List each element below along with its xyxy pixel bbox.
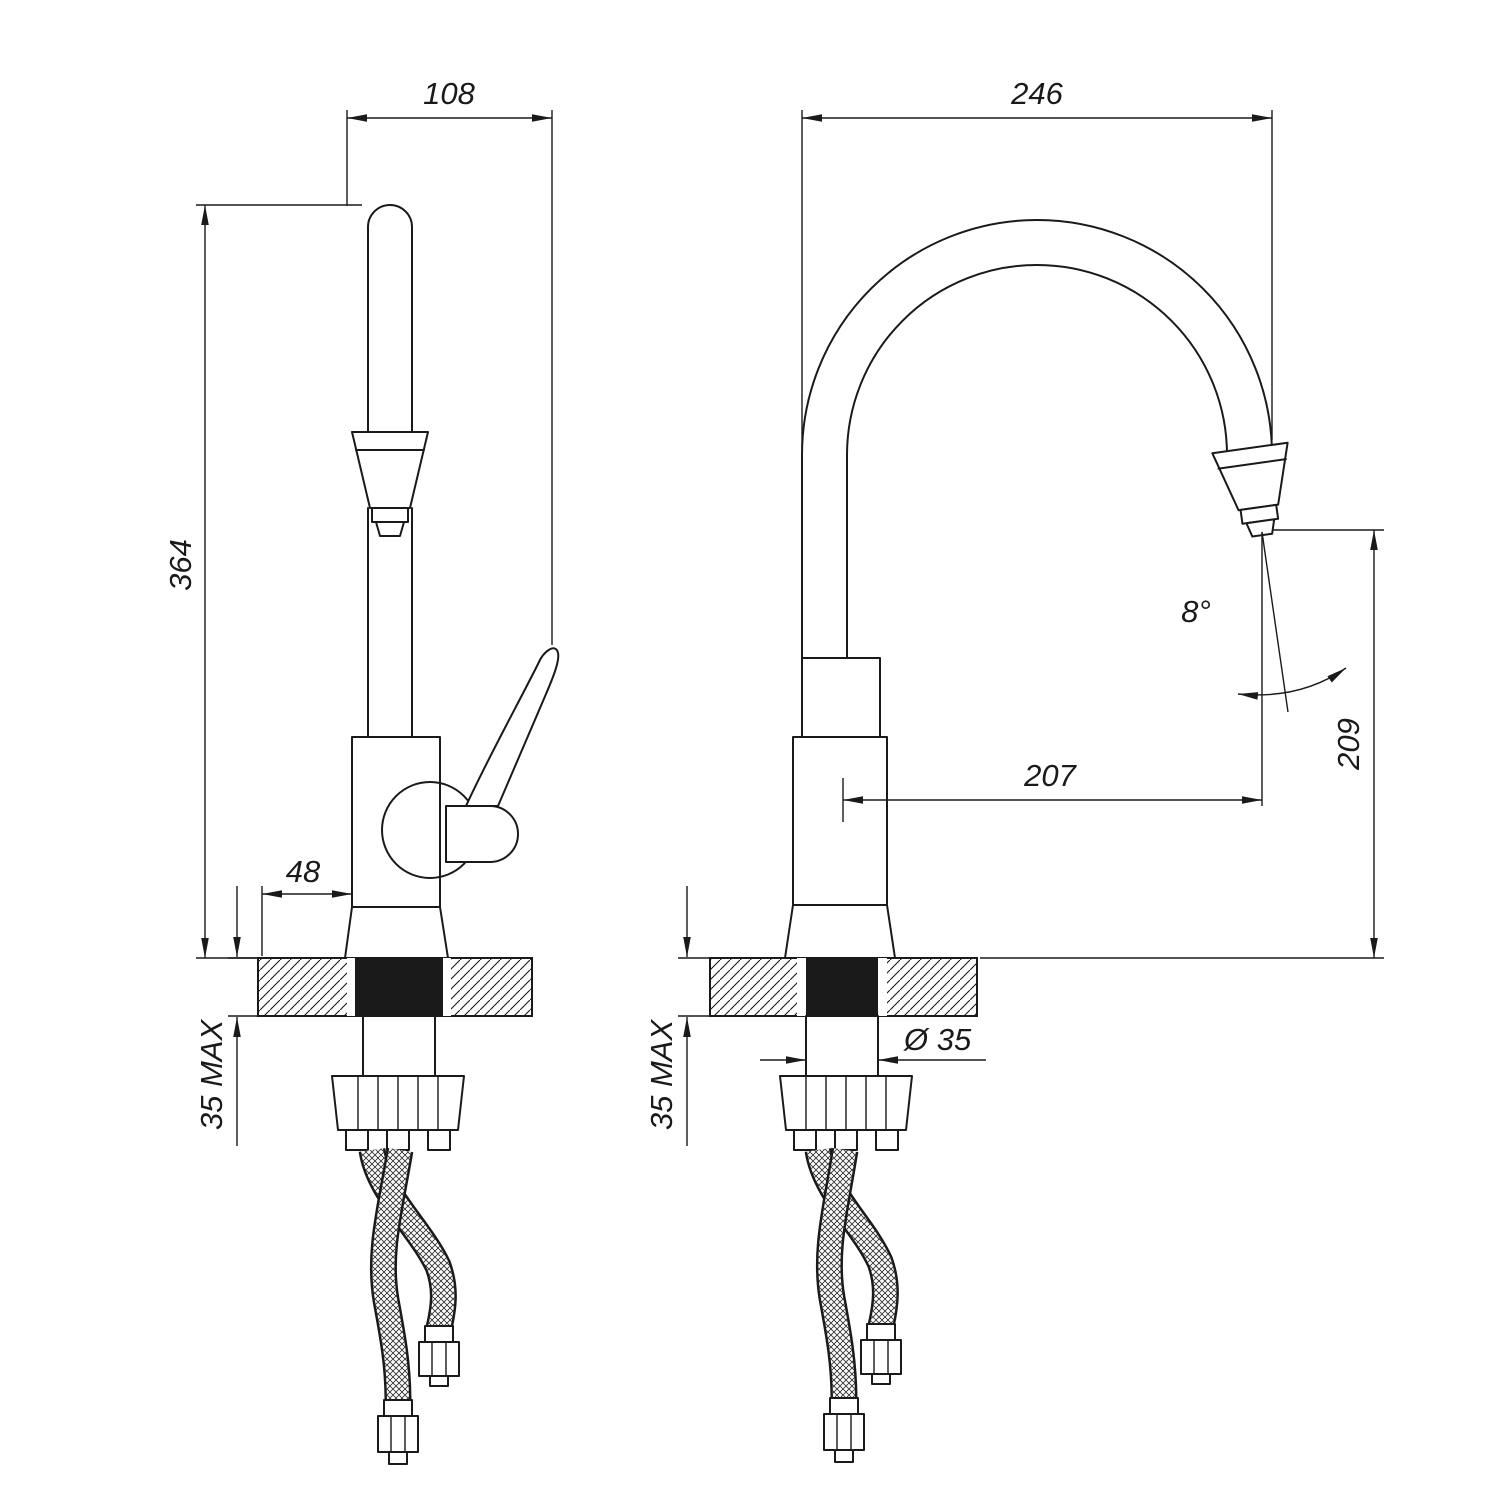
threaded-shank [805,1015,879,1077]
supply-hose [369,1147,419,1465]
handle-hub [445,805,519,863]
dimension-angle-8deg: 8° [1181,531,1347,806]
dim-label-207: 207 [1023,758,1077,793]
dimension-depth-108: 108 [346,76,553,645]
dimension-height-364: 364 [163,204,362,959]
gooseneck-spout [801,219,1273,659]
countertop-front [709,957,978,1017]
base-flange [784,904,896,959]
dimension-width-246: 246 [801,76,1273,448]
dimension-base-48: 48 [261,854,353,956]
dimension-reach-207: 207 [842,758,1262,822]
faucet-body-side [344,647,560,959]
dim-label-48: 48 [286,854,321,889]
dimension-shank-diameter: Ø 35 [760,1022,986,1064]
dimension-counter-35max-front: 35 MAX [644,886,710,1146]
supply-hoses-front [804,1147,902,1463]
riser [801,657,881,738]
faucet-body-front [784,657,896,959]
hose-hex-fitting [860,1339,902,1375]
handle-lever [465,647,560,807]
spray-head-side [351,431,429,537]
dim-label-diameter-35: Ø 35 [903,1022,972,1057]
spout-tube-side [367,204,413,738]
dim-label-108: 108 [423,76,475,111]
dim-label-35max-side: 35 MAX [194,1019,229,1131]
dim-label-364: 364 [163,539,198,591]
countertop-side [257,957,533,1017]
faucet-shank-section [806,958,878,1016]
mounting-hardware-front [779,1015,913,1151]
hose-hex-fitting [418,1341,460,1377]
supply-hose [815,1147,865,1463]
spray-head-front [1211,441,1289,538]
front-view: 246 8° 209 [644,76,1384,1463]
dimension-counter-35max-side: 35 MAX [194,886,258,1146]
base-flange [344,906,449,959]
dim-label-35max-front: 35 MAX [644,1019,679,1131]
threaded-shank [362,1015,436,1077]
dimension-outlet-height-209: 209 [980,529,1384,959]
faucet-shank-section [355,958,443,1016]
hose-hex-fitting [823,1413,865,1451]
hose-hex-fitting [377,1415,419,1453]
supply-hoses-side [358,1147,460,1465]
dim-label-209: 209 [1331,718,1366,771]
dim-label-8deg: 8° [1181,594,1211,629]
side-view: 108 364 [163,76,560,1465]
dim-label-246: 246 [1010,76,1063,111]
mounting-hardware-side [331,1015,465,1151]
